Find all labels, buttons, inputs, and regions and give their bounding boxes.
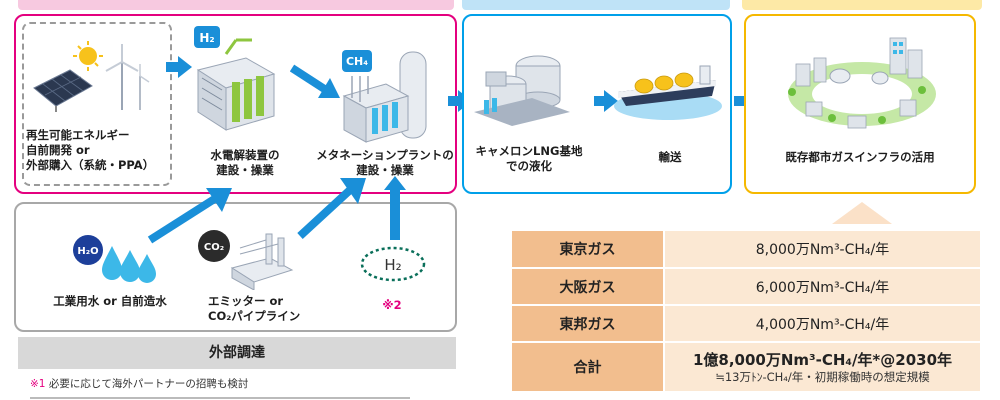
footnote-1: ※1 必要に応じて海外パートナーの招聘も検討: [30, 378, 248, 391]
lng-terminal-icon: [474, 55, 570, 126]
water-source-label: 工業用水 or 自前造水: [53, 294, 167, 308]
renewable-dashed-box: [22, 22, 172, 186]
transport-header-tab: [462, 0, 730, 10]
total-volume-note: ≒13万ﾄﾝ-CH₄/年・初期稼働時の想定規模: [715, 370, 930, 384]
arrow-up-to-utilization: [832, 202, 892, 224]
arrow-water-to-electrolyzer: [147, 188, 232, 244]
footnote-2-cutoff: [30, 394, 430, 400]
arrow-electrolyzer-to-methanation: [290, 64, 340, 98]
arrow-renewable-to-electrolyzer: [166, 56, 192, 78]
table-row: 東邦ガス 4,000万Nm³-CH₄/年: [512, 305, 980, 343]
volume-cell: 8,000万Nm³-CH₄/年: [664, 231, 980, 269]
renewable-label: 再生可能エネルギー 自前開発 or 外部購入（系統・PPA）: [26, 128, 155, 172]
arrow-co2-to-methanation: [297, 178, 366, 239]
liquefaction-label: キャメロンLNG基地 での液化: [475, 144, 583, 173]
company-cell: 大阪ガス: [512, 268, 665, 306]
arrow-h2-to-methanation: [384, 176, 406, 240]
table-row: 東京ガス 8,000万Nm³-CH₄/年: [512, 231, 980, 269]
lng-carrier-ship-icon: [614, 65, 722, 120]
methanation-plant-icon: CH₄: [342, 50, 427, 143]
company-cell: 東邦ガス: [512, 305, 665, 343]
solar-wind-icon: [33, 41, 150, 112]
total-volume: 1億8,000万Nm³-CH₄/年*@2030年: [692, 351, 953, 369]
table-row: 大阪ガス 6,000万Nm³-CH₄/年: [512, 268, 980, 306]
h2-external-badge: H₂: [384, 256, 401, 274]
water-drops-icon: H₂O: [73, 235, 156, 283]
utilization-header-tab: [742, 0, 982, 10]
total-volume-cell: 1億8,000万Nm³-CH₄/年*@2030年 ≒13万ﾄﾝ-CH₄/年・初期…: [664, 342, 980, 393]
ch4-badge: CH₄: [346, 55, 368, 68]
footnote-1-mark: ※1: [30, 378, 46, 390]
h2-badge: H₂: [199, 31, 214, 45]
table-row-total: 合計 1億8,000万Nm³-CH₄/年*@2030年 ≒13万ﾄﾝ-CH₄/年…: [512, 342, 980, 393]
arrow-lng-to-shipping: [594, 90, 618, 112]
infrastructure-label: 既存都市ガスインフラの活用: [785, 150, 935, 164]
co2-source-label: エミッター or CO₂パイプライン: [208, 294, 301, 323]
shipping-label: 輸送: [658, 150, 682, 164]
total-label-cell: 合計: [512, 342, 665, 393]
co2-badge: CO₂: [204, 242, 224, 253]
h2-note-mark: ※2: [382, 298, 402, 312]
volume-cell: 4,000万Nm³-CH₄/年: [664, 305, 980, 343]
volumes-table: 東京ガス 8,000万Nm³-CH₄/年 大阪ガス 6,000万Nm³-CH₄/…: [512, 231, 980, 393]
company-cell: 東京ガス: [512, 231, 665, 269]
city-gas-infrastructure-icon: [788, 37, 936, 129]
footnote-1-text: 必要に応じて海外パートナーの招聘も検討: [48, 378, 249, 390]
h2-external-icon: H₂: [360, 246, 426, 282]
h2o-badge: H₂O: [77, 246, 98, 257]
production-header-tab: [18, 0, 454, 10]
volume-cell: 6,000万Nm³-CH₄/年: [664, 268, 980, 306]
electrolyzer-label: 水電解装置の 建設・操業: [210, 148, 280, 177]
methanation-label: メタネーションプラントの 建設・操業: [316, 148, 454, 177]
co2-emitter-icon: CO₂: [198, 230, 294, 290]
procurement-band-label: 外部調達: [18, 337, 456, 369]
electrolyzer-icon: H₂: [194, 26, 276, 131]
